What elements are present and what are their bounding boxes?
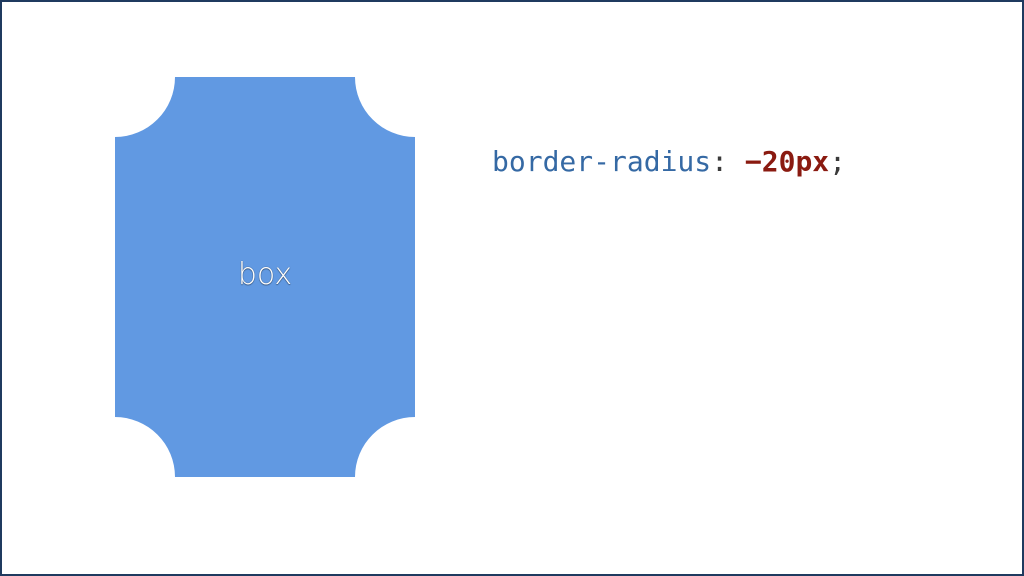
box-shape-path [115, 77, 415, 477]
box-shape [115, 77, 415, 477]
css-semicolon: ; [829, 145, 847, 178]
css-colon: : [711, 145, 745, 178]
negative-radius-box: box [115, 77, 415, 477]
css-property: border-radius [492, 145, 712, 178]
box-label: box [237, 257, 293, 292]
css-value: −20px [744, 145, 830, 178]
css-code-line: border-radius: −20px; [492, 142, 846, 182]
